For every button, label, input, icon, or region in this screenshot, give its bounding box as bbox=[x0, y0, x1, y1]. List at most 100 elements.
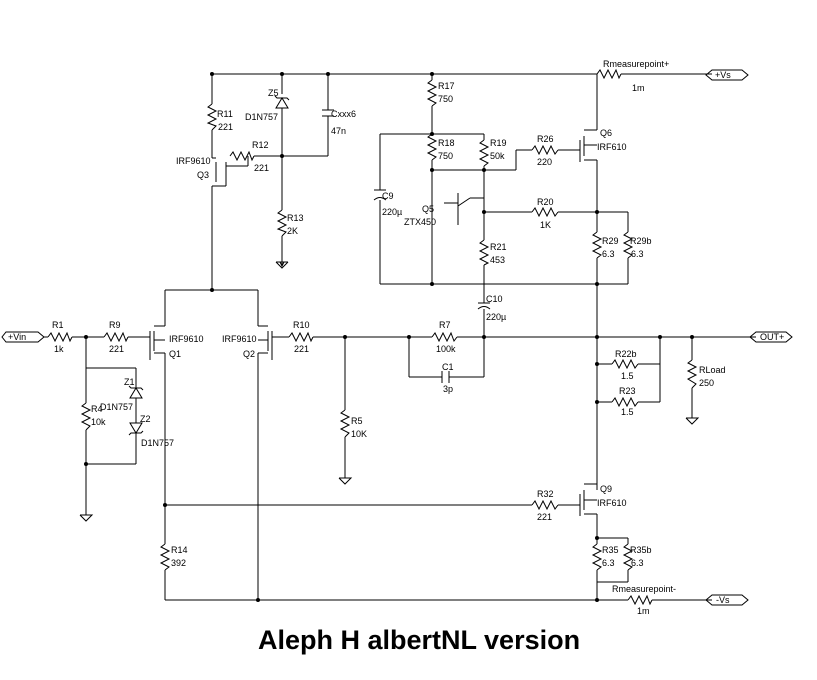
port-vs-pos-flag bbox=[705, 69, 749, 81]
mosfet-q6-icon bbox=[583, 129, 597, 161]
resistor-r32 bbox=[531, 499, 559, 511]
r20-value: 1K bbox=[540, 220, 551, 230]
q6-ref: Q6 bbox=[600, 128, 612, 138]
r22b-value: 1.5 bbox=[621, 371, 634, 381]
r35b-ref: R35b bbox=[630, 545, 652, 555]
resistor-r18 bbox=[426, 133, 438, 161]
r23-value: 1.5 bbox=[621, 407, 634, 417]
grounds bbox=[79, 261, 700, 522]
c9-ref: C9 bbox=[382, 191, 394, 201]
r19-ref: R19 bbox=[490, 138, 507, 148]
r12-value: 221 bbox=[254, 163, 269, 173]
resistor-r7 bbox=[431, 331, 458, 343]
zener-z2-icon bbox=[128, 422, 144, 436]
wires bbox=[44, 73, 756, 601]
r26-value: 220 bbox=[537, 157, 552, 167]
resistor-r5 bbox=[339, 409, 351, 438]
r7-value: 100k bbox=[436, 344, 456, 354]
r35-value: 6.3 bbox=[602, 558, 615, 568]
r23-ref: R23 bbox=[619, 386, 636, 396]
r9-value: 221 bbox=[109, 344, 124, 354]
resistor-r26 bbox=[531, 144, 559, 156]
zener-z5-icon bbox=[274, 95, 290, 109]
z2-ref: Z2 bbox=[140, 414, 151, 424]
junction-dots bbox=[84, 72, 694, 602]
resistor-r9 bbox=[103, 331, 129, 343]
resistor-r4 bbox=[80, 402, 92, 431]
port-vin-flag bbox=[1, 331, 45, 343]
q3-ref: Q3 bbox=[197, 170, 209, 180]
r22b-ref: R22b bbox=[615, 349, 637, 359]
resistor-r29b bbox=[622, 231, 634, 259]
r21-ref: R21 bbox=[490, 242, 507, 252]
mosfet-q2-icon bbox=[258, 325, 269, 354]
z1-ref: Z1 bbox=[124, 377, 135, 387]
r11-value: 221 bbox=[218, 122, 233, 132]
rmp-pos-value: 1m bbox=[632, 83, 645, 93]
resistor-rload bbox=[686, 359, 698, 389]
r14-ref: R14 bbox=[171, 545, 188, 555]
r21-value: 453 bbox=[490, 255, 505, 265]
r5-value: 10K bbox=[351, 429, 367, 439]
resistor-r11 bbox=[206, 103, 218, 131]
r5-ref: R5 bbox=[351, 416, 363, 426]
resistor-r35 bbox=[591, 543, 603, 571]
r29b-value: 6.3 bbox=[631, 249, 644, 259]
resistor-r21 bbox=[478, 239, 490, 266]
q5-value: ZTX450 bbox=[404, 217, 436, 227]
transistors bbox=[153, 129, 598, 515]
z1-value: D1N757 bbox=[100, 402, 133, 412]
resistors bbox=[47, 68, 698, 606]
rmp-pos-ref: Rmeasurepoint+ bbox=[603, 59, 669, 69]
r7-ref: R7 bbox=[439, 320, 451, 330]
resistor-r14 bbox=[159, 543, 171, 571]
ports: +Vin +Vs -Vs OUT+ bbox=[1, 69, 793, 606]
capacitor-c10 bbox=[477, 302, 491, 310]
q5-ref: Q5 bbox=[422, 204, 434, 214]
cxxx6-ref: Cxxx6 bbox=[331, 109, 356, 119]
component-labels: R1 1k R9 221 R4 10k Z1 D1N757 Z2 D1N757 … bbox=[52, 59, 726, 616]
mosfet-q9-icon bbox=[583, 483, 598, 515]
r17-ref: R17 bbox=[438, 81, 455, 91]
c10-ref: C10 bbox=[486, 294, 503, 304]
r10-value: 221 bbox=[294, 344, 309, 354]
rmp-neg-ref: Rmeasurepoint- bbox=[612, 584, 676, 594]
mosfet-q1-icon bbox=[153, 325, 165, 354]
r14-value: 392 bbox=[171, 558, 186, 568]
capacitor-c9 bbox=[373, 189, 387, 201]
r18-value: 750 bbox=[438, 151, 453, 161]
q2-ref: Q2 bbox=[243, 349, 255, 359]
r4-ref: R4 bbox=[91, 404, 103, 414]
r11-ref: R11 bbox=[217, 109, 233, 119]
resistor-r23 bbox=[611, 396, 639, 408]
c9-value: 220µ bbox=[382, 207, 402, 217]
ground-icon bbox=[79, 514, 94, 522]
rmp-neg-value: 1m bbox=[637, 606, 650, 616]
mosfet-q3-icon bbox=[212, 157, 227, 187]
r17-value: 750 bbox=[438, 94, 453, 104]
capacitor-cxxx6 bbox=[322, 109, 334, 125]
zener-z1-icon bbox=[128, 385, 144, 399]
c1-ref: C1 bbox=[442, 362, 454, 372]
r1-value: 1k bbox=[54, 344, 64, 354]
z5-ref: Z5 bbox=[268, 88, 279, 98]
q9-ref: Q9 bbox=[600, 484, 612, 494]
port-vs-neg-label: -Vs bbox=[716, 595, 730, 605]
port-vs-pos-label: +Vs bbox=[715, 70, 731, 80]
r29-ref: R29 bbox=[602, 236, 619, 246]
resistor-r17 bbox=[426, 79, 438, 107]
c1-value: 3p bbox=[443, 384, 453, 394]
zener-diodes bbox=[128, 95, 290, 436]
r18-ref: R18 bbox=[438, 138, 455, 148]
r4-value: 10k bbox=[91, 417, 106, 427]
diagram-title: Aleph H albertNL version bbox=[258, 625, 580, 655]
r10-ref: R10 bbox=[293, 320, 310, 330]
resistor-rmp-neg bbox=[627, 594, 653, 606]
q2-value: IRF9610 bbox=[222, 334, 257, 344]
resistor-r19 bbox=[478, 139, 490, 167]
capacitor-c1 bbox=[441, 371, 450, 383]
resistor-r22b bbox=[611, 358, 639, 370]
r19-value: 50k bbox=[490, 151, 505, 161]
ground-icon bbox=[685, 417, 700, 425]
resistor-r29 bbox=[591, 231, 603, 259]
